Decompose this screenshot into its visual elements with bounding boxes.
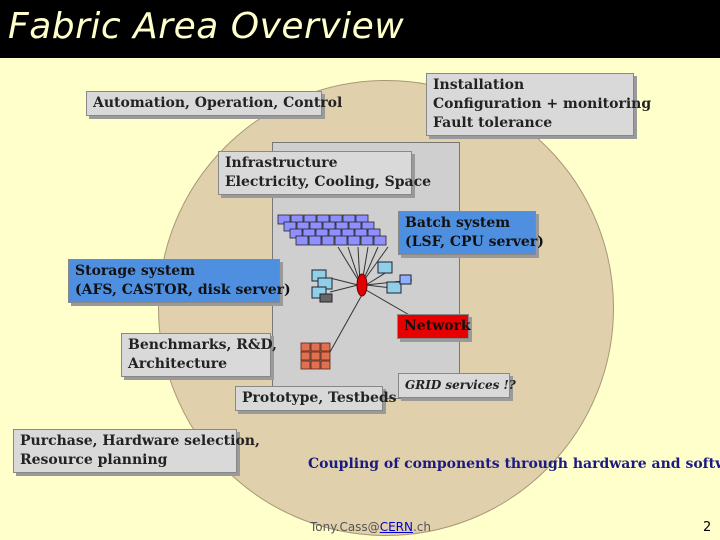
batch-line-2: (LSF, CPU server) xyxy=(405,233,529,252)
tape-slot-icon xyxy=(311,343,320,351)
tape-slot-icon xyxy=(301,352,310,360)
coupling-caption: Coupling of components through hardware … xyxy=(308,456,720,472)
automation-box: Automation, Operation, Control xyxy=(86,91,322,116)
grid-services-box: GRID services !? xyxy=(398,373,510,398)
cpu-server-icon xyxy=(374,236,386,245)
purchase-line-2: Resource planning xyxy=(20,451,230,470)
tape-slot-icon xyxy=(321,361,330,369)
cpu-server-icon xyxy=(361,236,373,245)
tape-slot-icon xyxy=(321,352,330,360)
cpu-server-icon xyxy=(296,236,308,245)
cpu-server-icon xyxy=(335,236,347,245)
tape-slot-icon xyxy=(311,352,320,360)
cpu-server-rack-icon xyxy=(278,215,386,245)
batch-line-1: Batch system xyxy=(405,214,529,233)
tape-slot-icon xyxy=(301,361,310,369)
cpu-server-icon xyxy=(348,236,360,245)
prototype-box: Prototype, Testbeds xyxy=(235,386,383,411)
cpu-server-icon xyxy=(322,236,334,245)
cern-link[interactable]: CERN xyxy=(380,520,413,534)
tape-slot-icon xyxy=(311,361,320,369)
tape-slot-icon xyxy=(321,343,330,351)
benchmarks-line-1: Benchmarks, R&D, xyxy=(128,336,264,355)
infrastructure-line-1: Infrastructure xyxy=(225,154,405,173)
benchmarks-line-2: Architecture xyxy=(128,355,264,374)
page-number: 2 xyxy=(703,520,711,535)
benchmarks-box: Benchmarks, R&D, Architecture xyxy=(121,333,271,377)
installation-line-2: Configuration + monitoring xyxy=(433,95,627,114)
purchase-line-1: Purchase, Hardware selection, xyxy=(20,432,230,451)
purchase-box: Purchase, Hardware selection, Resource p… xyxy=(13,429,237,473)
storage-line-2: (AFS, CASTOR, disk server) xyxy=(75,281,273,300)
storage-system-box: Storage system (AFS, CASTOR, disk server… xyxy=(68,259,280,303)
network-box: Network xyxy=(397,314,469,339)
batch-system-box: Batch system (LSF, CPU server) xyxy=(398,211,536,255)
footer-email: Tony.Cass@CERN.ch xyxy=(310,520,431,534)
installation-box: Installation Configuration + monitoring … xyxy=(426,73,634,136)
cpu-server-icon xyxy=(309,236,321,245)
infrastructure-box: Infrastructure Electricity, Cooling, Spa… xyxy=(218,151,412,195)
infrastructure-line-2: Electricity, Cooling, Space xyxy=(225,173,405,192)
storage-line-1: Storage system xyxy=(75,262,273,281)
tape-slot-icon xyxy=(301,343,310,351)
installation-line-3: Fault tolerance xyxy=(433,114,627,133)
network-switch-icon xyxy=(357,274,367,296)
installation-line-1: Installation xyxy=(433,76,627,95)
tape-robot-icon xyxy=(301,343,330,369)
